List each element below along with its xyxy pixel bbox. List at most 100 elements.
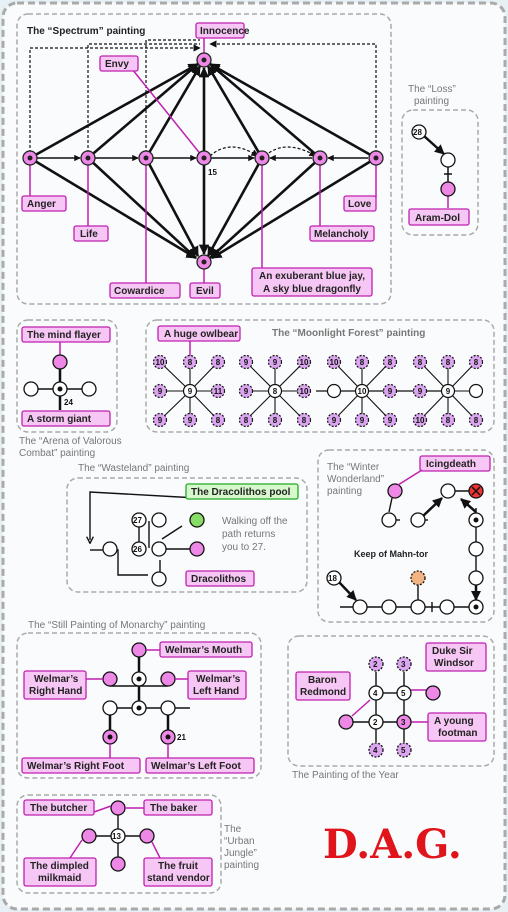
monarchy-panel: The “Still Painting of Monarchy” paintin… bbox=[16, 620, 262, 779]
moonlight-node-number: 8 bbox=[474, 416, 479, 425]
node-number-3b: 3 bbox=[401, 718, 406, 727]
label-dracolithos-pool: The Dracolithos pool bbox=[191, 487, 291, 498]
loss-panel: The “Loss” painting 28 Aram-Dol bbox=[401, 84, 479, 236]
label-butcher: The butcher bbox=[30, 803, 87, 814]
moonlight-leaf bbox=[152, 412, 168, 428]
node-number-2b: 2 bbox=[373, 718, 378, 727]
moonlight-node-number: 9 bbox=[388, 387, 393, 396]
label-fruit-1: The fruit bbox=[158, 861, 199, 872]
moonlight-hub bbox=[354, 383, 370, 399]
moonlight-leaf bbox=[468, 354, 484, 370]
moonlight-node-number: 10 bbox=[358, 387, 367, 396]
year-panel: The Painting of the Year 2 3 4 5 2 3 4 5… bbox=[287, 635, 495, 781]
moonlight-node-number: 8 bbox=[446, 416, 451, 425]
moonlight-panel: The “Moonlight Forest” painting A huge o… bbox=[145, 319, 495, 433]
moonlight-hub bbox=[267, 383, 283, 399]
moonlight-node-number: 9 bbox=[244, 358, 249, 367]
moonlight-leaf bbox=[382, 412, 398, 428]
moonlight-node-number: 9 bbox=[158, 387, 163, 396]
moonlight-leaf bbox=[440, 412, 456, 428]
label-icingdeath: Icingdeath bbox=[426, 459, 476, 470]
node-number-26: 26 bbox=[133, 545, 142, 554]
monarchy-title: The “Still Painting of Monarchy” paintin… bbox=[28, 620, 205, 631]
wasteland-caption-3: you to 27. bbox=[222, 542, 266, 553]
label-evil: Evil bbox=[196, 286, 214, 297]
label-right-hand-2: Right Hand bbox=[29, 686, 82, 697]
wasteland-caption-1: Walking off the bbox=[222, 516, 288, 527]
label-baron-2: Redmond bbox=[300, 687, 346, 698]
moonlight-leaf bbox=[210, 383, 226, 399]
winter-title-1: The “Winter bbox=[327, 462, 380, 473]
label-left-hand-1: Welmar’s bbox=[196, 674, 241, 685]
moonlight-leaf bbox=[296, 383, 312, 399]
wasteland-panel: The “Wasteland” painting 27 26 The Draco… bbox=[66, 463, 308, 593]
label-milkmaid-2: milkmaid bbox=[38, 873, 81, 884]
moonlight-node-number: 10 bbox=[300, 358, 309, 367]
moonlight-node-number: 8 bbox=[446, 358, 451, 367]
label-cowardice: Cowardice bbox=[114, 286, 165, 297]
moonlight-title: The “Moonlight Forest” painting bbox=[272, 328, 425, 339]
arena-panel: The “Arena of Valorous Combat” painting … bbox=[16, 319, 122, 459]
label-huge-owlbear: A huge owlbear bbox=[164, 329, 238, 340]
node-number-4b: 4 bbox=[373, 746, 378, 755]
jungle-title-4: painting bbox=[224, 860, 259, 871]
node-number-24: 24 bbox=[64, 398, 73, 407]
node-number-5b: 5 bbox=[401, 746, 406, 755]
moonlight-node-number: 8 bbox=[216, 416, 221, 425]
moonlight-leaf bbox=[182, 354, 198, 370]
moonlight-node-number: 9 bbox=[418, 387, 423, 396]
moonlight-hub bbox=[440, 383, 456, 399]
moonlight-node-number: 10 bbox=[156, 358, 165, 367]
spectrum-title: The “Spectrum” painting bbox=[27, 26, 145, 37]
moonlight-end-node bbox=[468, 383, 484, 399]
moonlight-leaf bbox=[440, 354, 456, 370]
label-blue-jay: An exuberant blue jay, bbox=[259, 271, 365, 282]
moonlight-leaf bbox=[267, 412, 283, 428]
node-number-18: 18 bbox=[328, 574, 337, 583]
node-number-27: 27 bbox=[133, 516, 142, 525]
moonlight-leaf bbox=[210, 412, 226, 428]
moonlight-node-number: 10 bbox=[416, 416, 425, 425]
label-fruit-2: stand vendor bbox=[147, 873, 210, 884]
moonlight-leaf bbox=[382, 383, 398, 399]
winter-title-2: Wonderland” bbox=[327, 474, 384, 485]
moonlight-node-number: 8 bbox=[216, 358, 221, 367]
spectrum-panel: The “Spectrum” painting bbox=[16, 13, 392, 305]
label-dragonfly: A sky blue dragonfly bbox=[263, 284, 361, 295]
moonlight-node-number: 9 bbox=[446, 387, 451, 396]
label-storm-giant: A storm giant bbox=[27, 414, 92, 425]
keep-of-mahn-tor: Keep of Mahn-tor bbox=[354, 549, 428, 559]
moonlight-node-number: 9 bbox=[188, 416, 193, 425]
moonlight-node-number: 8 bbox=[273, 416, 278, 425]
label-baker: The baker bbox=[150, 803, 197, 814]
moonlight-node-number: 9 bbox=[273, 358, 278, 367]
moonlight-node-number: 9 bbox=[388, 416, 393, 425]
label-left-hand-2: Left Hand bbox=[193, 686, 239, 697]
moonlight-leaf bbox=[354, 412, 370, 428]
moonlight-node-number: 9 bbox=[360, 416, 365, 425]
moonlight-leaf bbox=[296, 412, 312, 428]
moonlight-leaf bbox=[382, 354, 398, 370]
moonlight-node-number: 9 bbox=[244, 387, 249, 396]
moonlight-node-number: 8 bbox=[388, 358, 393, 367]
jungle-panel: The “Urban Jungle” painting 13 The butch… bbox=[16, 794, 259, 894]
label-aram-dol: Aram-Dol bbox=[415, 213, 460, 224]
year-title: The Painting of the Year bbox=[292, 770, 399, 781]
label-footman-1: A young bbox=[434, 716, 474, 727]
label-life: Life bbox=[80, 229, 98, 240]
moonlight-hub bbox=[182, 383, 198, 399]
label-envy: Envy bbox=[105, 59, 129, 70]
label-baron-1: Baron bbox=[308, 675, 337, 686]
arena-title-1: The “Arena of Valorous bbox=[19, 436, 122, 447]
moonlight-node-number: 9 bbox=[158, 416, 163, 425]
moonlight-node-number: 8 bbox=[360, 358, 365, 367]
moonlight-node-number: 8 bbox=[244, 416, 249, 425]
label-welmars-mouth: Welmar’s Mouth bbox=[165, 645, 242, 656]
moonlight-leaf bbox=[238, 383, 254, 399]
moonlight-leaf bbox=[238, 354, 254, 370]
wasteland-caption-2: path returns bbox=[222, 529, 275, 540]
label-duke-1: Duke Sir bbox=[432, 646, 473, 657]
arena-title-2: Combat” painting bbox=[19, 448, 95, 459]
moonlight-node-number: 10 bbox=[330, 358, 339, 367]
